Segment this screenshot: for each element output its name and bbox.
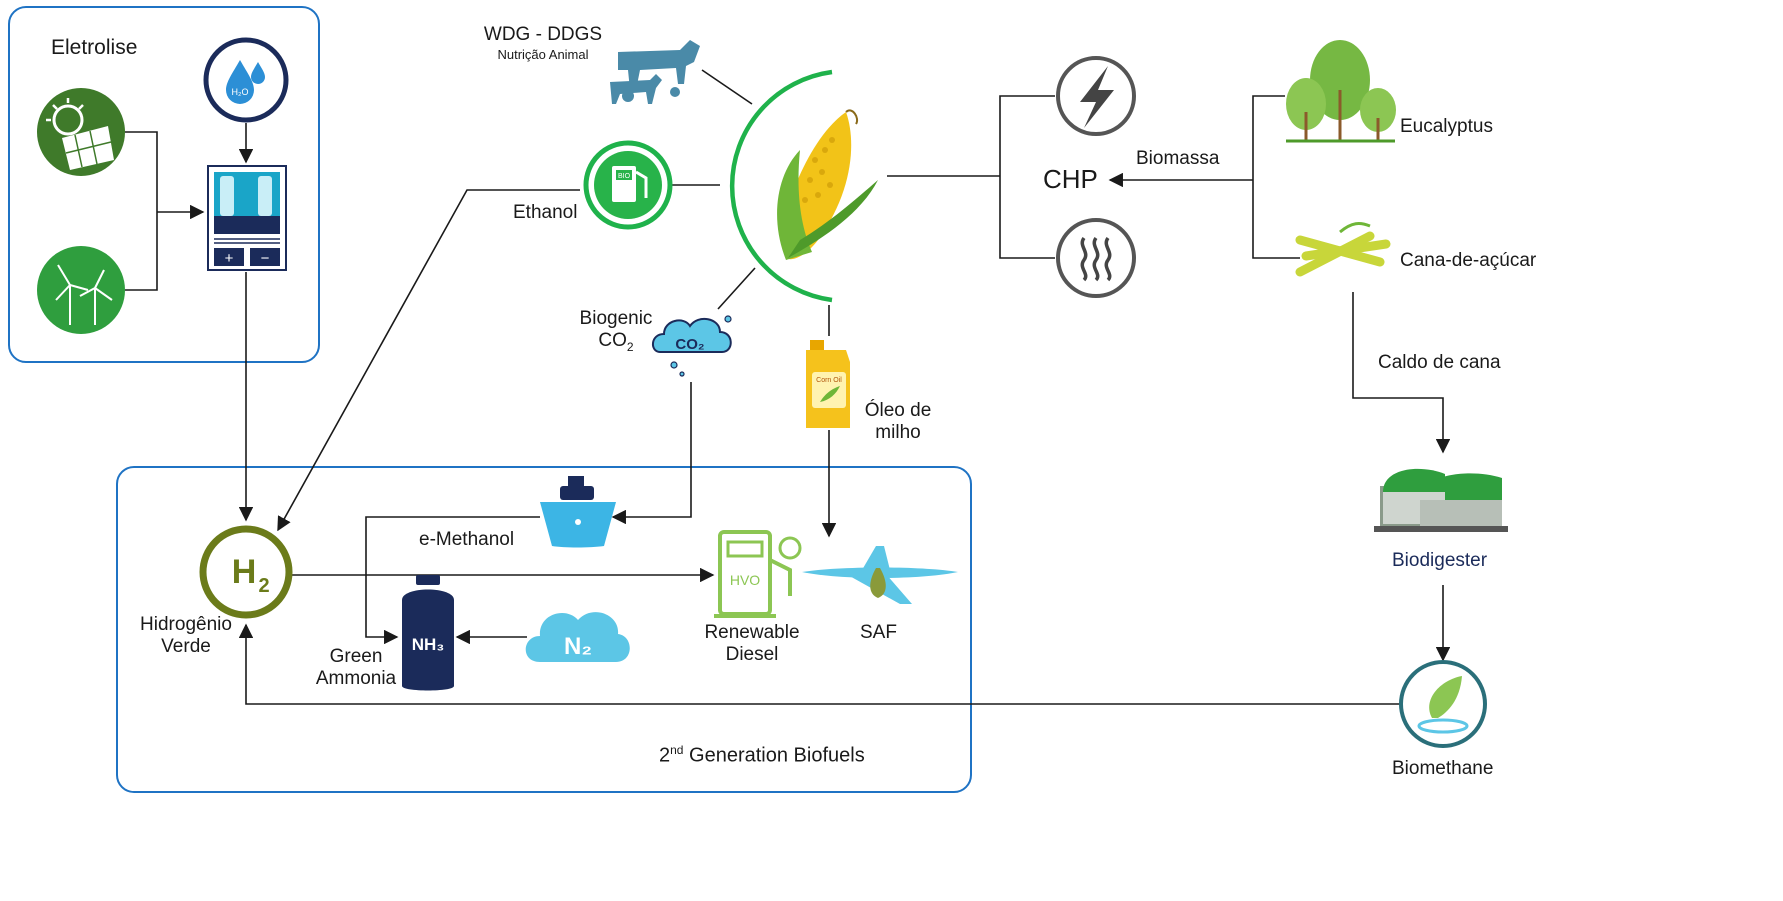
- wdg-to-corn: [701, 69, 753, 105]
- biomethane-icon: [1399, 660, 1487, 748]
- cattle-icon: [610, 40, 700, 104]
- cana-label: Cana-de-açúcar: [1400, 250, 1537, 271]
- ethanol-to-h2: [277, 189, 580, 532]
- tree-icon: [1286, 40, 1396, 143]
- renewable-diesel-label: Renewable Diesel: [690, 622, 814, 666]
- co2-to-ship: [611, 382, 692, 525]
- svg-text:BIO: BIO: [618, 173, 631, 180]
- caldo-label: Caldo de cana: [1378, 352, 1501, 373]
- wind-connector: [125, 212, 158, 291]
- electrolysis-title: Eletrolise: [51, 36, 138, 59]
- renewable-line1: Renewable: [704, 622, 800, 643]
- oil-bottle-icon: Corn Oil: [806, 340, 850, 428]
- biomassa-label: Biomassa: [1136, 148, 1220, 169]
- saf-label: SAF: [860, 622, 897, 643]
- wdg-label: WDG - DDGS Nutrição Animal: [468, 24, 618, 63]
- svg-text:N₂: N₂: [564, 633, 592, 660]
- heat-icon: [1056, 218, 1136, 298]
- second-gen-group-box: [116, 466, 972, 793]
- chp-label: CHP: [1043, 164, 1098, 194]
- ethanol-label: Ethanol: [513, 202, 578, 223]
- biogenic-line1: Biogenic: [579, 308, 653, 329]
- second-gen-rest: Generation Biofuels: [683, 744, 865, 767]
- solar-connector: [125, 131, 158, 212]
- airplane-icon: [802, 546, 958, 604]
- svg-text:CO₂: CO₂: [675, 336, 704, 353]
- co2-cloud-icon: CO₂: [652, 315, 732, 377]
- corn-arc: [729, 69, 833, 303]
- electrolyzer-icon: + −: [207, 165, 287, 271]
- oleo-line2: milho: [875, 421, 921, 443]
- svg-text:NH₃: NH₃: [412, 635, 444, 654]
- renewable-line2: Diesel: [725, 643, 779, 665]
- biomethane-label: Biomethane: [1392, 758, 1494, 779]
- chp-bracket: [999, 95, 1055, 259]
- eucalyptus-label: Eucalyptus: [1400, 116, 1493, 137]
- co2-to-corn: [717, 267, 756, 310]
- second-gen-title: 2nd Generation Biofuels: [659, 743, 865, 768]
- biodigester-icon: [1374, 468, 1508, 532]
- svg-text:H₂O: H₂O: [232, 87, 249, 97]
- n2-cloud-icon: N₂: [525, 612, 630, 662]
- svg-text:H: H: [232, 553, 257, 591]
- cane-to-biodigester: [1352, 292, 1451, 454]
- biogenic-co2-label: Biogenic CO2: [566, 308, 666, 354]
- sugarcane-icon: [1295, 222, 1391, 277]
- hidrogenio-label: Hidrogênio Verde: [126, 614, 246, 658]
- connectors: [125, 69, 1451, 705]
- h2-icon: H 2: [199, 525, 293, 619]
- green-line1: Green: [329, 646, 383, 667]
- fuel-pump-icon: BIO: [583, 140, 673, 230]
- svg-text:+: +: [225, 250, 234, 267]
- water-drop-icon: H₂O: [203, 37, 289, 123]
- svg-text:−: −: [261, 250, 270, 267]
- hidrogenio-line2: Verde: [161, 635, 211, 657]
- biomass-bracket: [1252, 95, 1300, 259]
- ship-icon: [540, 476, 616, 548]
- biogenic-subscript: 2: [626, 339, 634, 354]
- methanol-to-ammonia: [365, 516, 540, 645]
- svg-text:HVO: HVO: [730, 572, 760, 588]
- hvo-pump-icon: HVO: [714, 530, 802, 618]
- green-line2: Ammonia: [315, 667, 397, 689]
- green-ammonia-label: Green Ammonia: [306, 646, 406, 690]
- svg-text:2: 2: [258, 575, 269, 597]
- e-methanol-label: e-Methanol: [419, 529, 515, 550]
- wind-turbine-icon: [37, 246, 125, 334]
- solar-panel-icon: [37, 88, 125, 176]
- biogenic-line2: CO2: [566, 330, 666, 355]
- electrolysis-group-box: [8, 6, 320, 363]
- biogenic-co: CO: [598, 329, 627, 351]
- biodigester-label: Biodigester: [1392, 550, 1488, 571]
- biomethane-to-h2: [238, 623, 1400, 705]
- second-gen-number: 2: [659, 744, 671, 767]
- lightning-icon: [1056, 56, 1136, 136]
- oleo-line1: Óleo de: [864, 400, 932, 421]
- ammonia-tank-icon: NH₃: [402, 575, 454, 691]
- oleo-label: Óleo de milho: [850, 400, 946, 444]
- wdg-subtitle: Nutrição Animal: [497, 46, 589, 62]
- svg-text:Corn Oil: Corn Oil: [816, 377, 842, 384]
- second-gen-sup: nd: [670, 743, 684, 757]
- hidrogenio-line1: Hidrogênio: [140, 614, 232, 635]
- corn-icon: [777, 109, 878, 260]
- wdg-title: WDG - DDGS: [483, 24, 603, 45]
